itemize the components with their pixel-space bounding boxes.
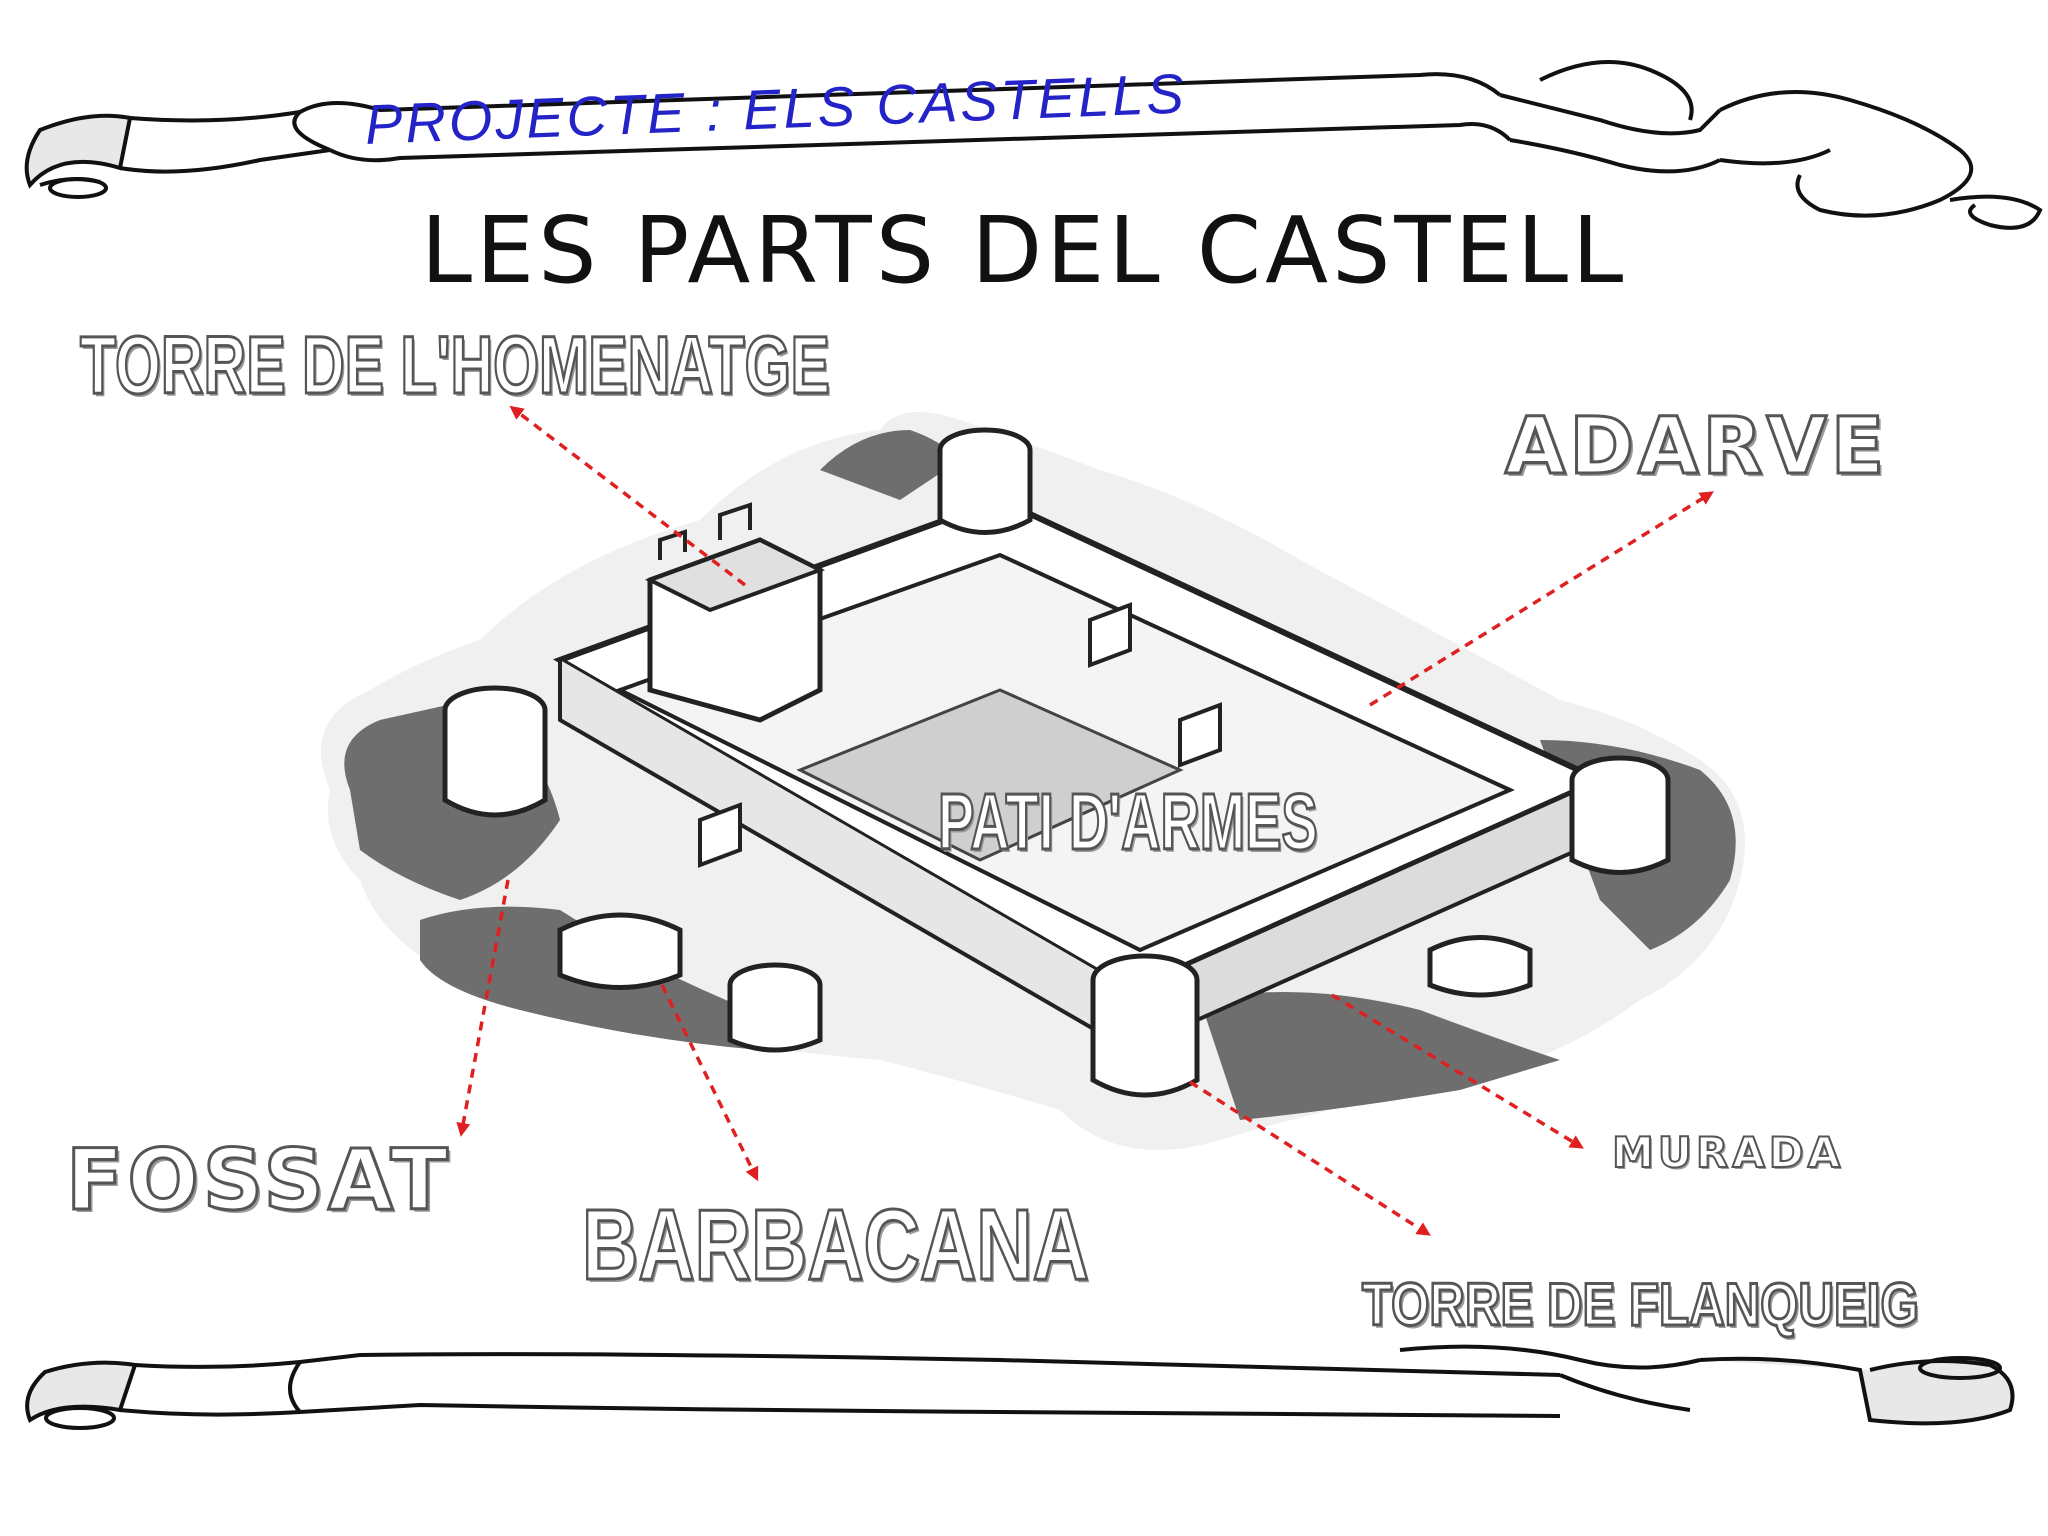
arrow-torre-homenatge — [509, 405, 747, 587]
label-fossat: FOSSAT — [65, 1131, 452, 1229]
arrow-torre-flanqueig — [1189, 1080, 1431, 1236]
label-barbacana: BARBACANA — [581, 1189, 1090, 1301]
top-scroll — [24, 60, 2043, 230]
arrow-murada — [1331, 993, 1584, 1149]
pointer-arrows — [456, 405, 1714, 1236]
arrow-barbacana — [660, 984, 759, 1182]
label-pati-armes: PATI D'ARMES — [937, 777, 1319, 866]
bottom-scroll — [25, 1344, 2015, 1430]
label-adarve: ADARVE — [1503, 402, 1889, 492]
label-torre-homenatge: TORRE DE L'HOMENATGE — [79, 320, 831, 411]
page-title: LES PARTS DEL CASTELL — [420, 197, 1628, 304]
arrow-fossat — [456, 879, 510, 1137]
castle-illustration — [321, 412, 1745, 1150]
arrow-adarve — [1369, 491, 1714, 707]
label-murada: MURADA — [1611, 1128, 1845, 1177]
label-torre-flanqueig: TORRE DE FLANQUEIG — [1361, 1271, 1920, 1338]
